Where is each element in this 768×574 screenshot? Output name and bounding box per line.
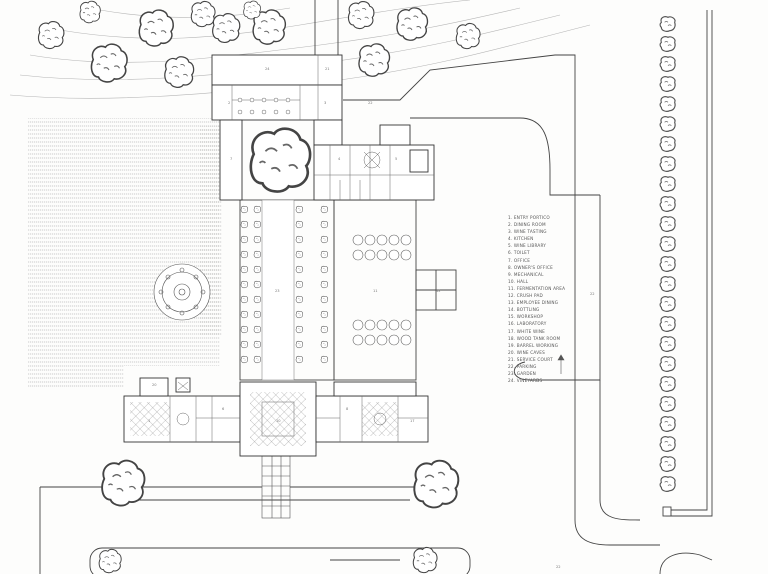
- south-wing-detail: [169, 381, 428, 442]
- allee-trees: [659, 16, 676, 492]
- legend-item: 7. OFFICE: [508, 257, 531, 263]
- entry-walk: [261, 455, 291, 519]
- legend-item: 1. ENTRY PORTICO: [508, 215, 550, 220]
- legend-item: 15. WORKSHOP: [508, 314, 544, 320]
- room-label-23: 23: [275, 289, 280, 293]
- room-label-22b: 22: [590, 292, 595, 296]
- garden-court: [239, 199, 335, 381]
- site-roads: [39, 0, 660, 574]
- room-legend: 1. ENTRY PORTICO 2. DINING ROOM 3. WINE …: [508, 214, 598, 384]
- legend-item: 19. BARREL WORKING: [508, 342, 559, 348]
- allee-fence: [659, 10, 713, 574]
- room-label-22: 22: [368, 101, 373, 105]
- room-label-20: 20: [152, 383, 157, 387]
- circular-garden: [153, 263, 211, 321]
- room-label-3: 3: [324, 101, 326, 105]
- room-label-4: 4: [338, 157, 341, 161]
- north-arrow-icon: [557, 354, 565, 374]
- room-label-24: 24: [265, 67, 270, 71]
- north-wing: [211, 54, 435, 201]
- legend-item: 4. KITCHEN: [508, 236, 534, 242]
- room-label-12: 12: [436, 289, 441, 293]
- room-label-1: 1: [148, 419, 150, 423]
- room-label-8: 8: [346, 407, 349, 411]
- legend-item: 5. WINE LIBRARY: [508, 243, 547, 249]
- legend-item: 22. PARKING: [508, 363, 537, 369]
- fermentation-tanks: [352, 234, 412, 346]
- legend-item: 11. FERMENTATION AREA: [508, 285, 566, 291]
- legend-item: 2. DINING ROOM: [508, 222, 546, 228]
- legend-item: 20. WINE CAVES: [508, 349, 545, 355]
- legend-item: 8. OWNER'S OFFICE: [508, 264, 553, 270]
- legend-item: 16. LABORATORY: [508, 321, 547, 327]
- legend-item: 9. MECHANICAL: [508, 271, 544, 277]
- room-label-17: 17: [410, 419, 415, 423]
- courtyard-tree-icon: [249, 127, 312, 193]
- legend-item: 10. HALL: [508, 278, 529, 284]
- vineyard-rows: [28, 118, 222, 388]
- legend-item: 3. WINE TASTING: [508, 229, 547, 235]
- legend-item: 21. SERVICE COURT: [508, 356, 553, 362]
- room-label-10: 10: [276, 419, 281, 423]
- legend-item: 6. TOILET: [508, 250, 530, 256]
- room-label-2: 2: [228, 101, 230, 105]
- room-label-5: 5: [395, 157, 397, 161]
- bottom-planting-strip: [89, 547, 471, 574]
- legend-item: 17. WHITE WINE: [508, 328, 546, 334]
- north-wing-detail: [231, 55, 434, 200]
- legend-item: 24. VINEYARDS: [508, 378, 543, 384]
- legend-item: 12. CRUSH PAD: [508, 293, 543, 299]
- room-label-7: 7: [230, 157, 232, 161]
- south-wing-pattern: [130, 392, 398, 446]
- room-labels: 24 21 2 3 22 7 4 5 23 11 12 20 1 6 10 8 …: [148, 67, 595, 569]
- legend-item: 14. BOTTLING: [508, 307, 540, 313]
- legend-item: 13. EMPLOYEE DINING: [508, 300, 559, 306]
- north-wing-columns: [237, 97, 291, 115]
- legend-item: 18. WOOD TANK ROOM: [508, 335, 561, 341]
- room-label-6: 6: [222, 407, 225, 411]
- room-label-11: 11: [373, 289, 378, 293]
- legend-item: 23. GARDEN: [508, 371, 537, 377]
- room-label-22c: 22: [556, 565, 561, 569]
- room-label-21: 21: [325, 67, 330, 71]
